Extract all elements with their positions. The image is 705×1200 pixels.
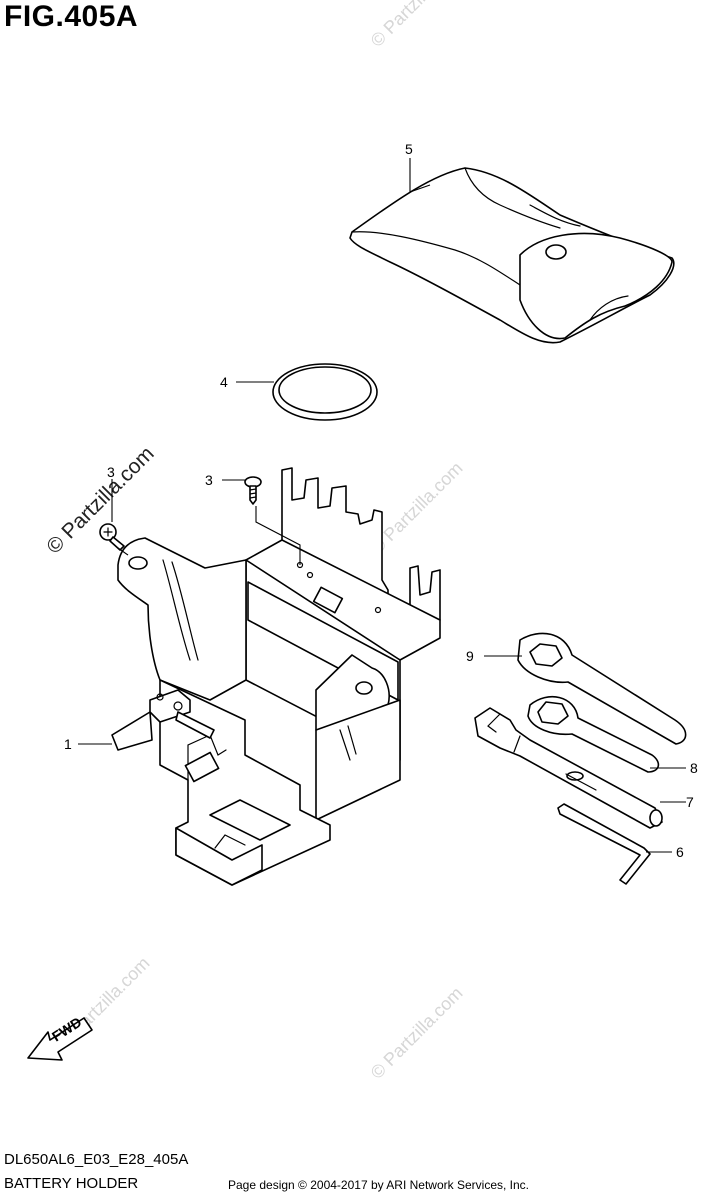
figure-title: FIG.405A [4,0,139,33]
section-name: BATTERY HOLDER [4,1175,139,1192]
callouts: 5 4 3 3 9 1 8 7 6 [64,141,698,860]
callout-4: 4 [220,374,228,390]
spark-plug-wrench [474,707,663,829]
fwd-indicator: FWD [27,1014,93,1061]
callout-3-left: 3 [107,464,115,480]
arrow-left-icon [27,1017,93,1061]
diagram-code: DL650AL6_E03_E28_405A [4,1151,189,1168]
watermark-lower-right: © Partzilla.com [367,983,467,1083]
watermark-top-right: © Partzilla.com [367,0,467,51]
callout-7: 7 [686,794,694,810]
callout-6: 6 [676,844,684,860]
leader-lines [78,158,686,853]
screw-upper [244,476,262,505]
callout-5: 5 [405,141,413,157]
callout-3-upper: 3 [205,472,213,488]
callout-8: 8 [690,760,698,776]
watermarks: © Partzilla.com © Partzilla.com © Partzi… [42,0,466,1083]
hex-wrench [557,803,651,885]
tool-bag [349,167,675,344]
ring-wrench [517,632,687,745]
callout-1: 1 [64,736,72,752]
box-wrench [527,696,660,773]
screw-left [99,523,125,551]
battery-holder [111,467,441,886]
rubber-band [272,363,378,421]
footer-credit: Page design © 2004-2017 by ARI Network S… [228,1178,530,1192]
callout-9: 9 [466,648,474,664]
